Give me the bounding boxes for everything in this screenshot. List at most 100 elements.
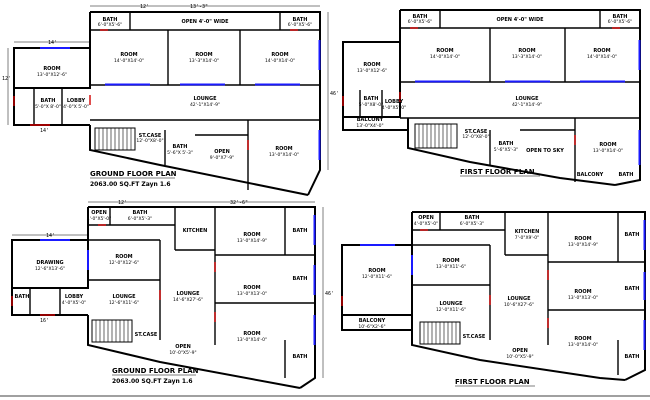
- room-size: 6'-0"X5'-6": [98, 22, 122, 28]
- windows: [360, 220, 646, 350]
- dim-left-top: 14': [48, 40, 57, 46]
- room-labels: BATH 6'-0"X5'-6" OPEN 4'-0" WIDE BATH 6'…: [35, 17, 312, 161]
- dimension-lines: [12, 201, 324, 378]
- plan-title: FIRST FLOOR PLAN: [455, 378, 530, 386]
- dim-left-mid: 12': [2, 76, 11, 82]
- room-name: ROOM: [243, 285, 260, 291]
- ground-floor-plan-top: 12' 13'-3" 14' 46' 12' 14' BATH 6'-0"X5'…: [2, 4, 339, 196]
- room-size: 12'-0"X11'-6": [362, 274, 392, 280]
- room-size: 13'-0"X11'-6": [436, 264, 466, 270]
- doors: [342, 27, 620, 145]
- room-size: 14'-0"X14'-0": [430, 54, 460, 60]
- room-size: 13'-0"X13'-0": [568, 295, 598, 301]
- room-name: BATH: [15, 294, 30, 300]
- room-name: ROOM: [363, 62, 380, 68]
- room-name: ST.CASE: [139, 133, 162, 139]
- room-name: OPEN: [91, 210, 107, 216]
- plan-subtitle: 2063.00 SQ.FT Zayn 1.6: [112, 378, 193, 385]
- room-size: 13'-0"X14'-0": [568, 342, 598, 348]
- dim-right: 46': [330, 91, 339, 97]
- room-name: BATH: [173, 144, 188, 150]
- dim-top-1: 12': [118, 200, 127, 206]
- room-size: 13'-0"X14'-0": [269, 152, 299, 158]
- room-labels: BATH 6'-0"X5'-6" OPEN 4'-0" WIDE BATH 6'…: [356, 14, 633, 178]
- ground-floor-plan-bottom: 12' 32'-6" 14' 46' 16' OPEN 4'-0"X5'-0" …: [11, 200, 334, 389]
- doors: [13, 29, 298, 150]
- room-size: 12'-0"X11'-6": [436, 307, 466, 313]
- room-size: 13'-3"X14'-0": [512, 54, 542, 60]
- room-name: BATH: [625, 286, 640, 292]
- room-name: ROOM: [436, 48, 453, 54]
- room-size: 12'-6"X13'-6": [35, 266, 65, 272]
- room-name: BATH: [613, 14, 628, 20]
- room-labels: OPEN 4'-0"X5'-0" BATH 6'-0"X5'-3" KITCHE…: [358, 215, 639, 360]
- room-size: 13'-0"X14'-0": [593, 148, 623, 154]
- room-size: 12'-0"X8'-0": [462, 134, 489, 140]
- dim-top-1: 12': [140, 4, 149, 10]
- room-name: BATH: [41, 98, 56, 104]
- room-name: LOBBY: [65, 294, 84, 300]
- staircase: [91, 319, 133, 343]
- room-name: ST.CASE: [463, 334, 486, 340]
- room-size: 13'-0"X12'-6": [37, 72, 67, 78]
- room-size: 9'-0"X7'-9": [210, 155, 234, 161]
- room-size: 5'-6"X 5'-3": [167, 150, 193, 156]
- room-name: LOBBY: [67, 98, 86, 104]
- room-labels: OPEN 4'-0"X5'-0" BATH 6'-0"X5'-3" KITCHE…: [15, 210, 308, 360]
- room-name: BATH: [625, 354, 640, 360]
- room-size: 5'-0"X 8'-0": [35, 104, 61, 110]
- room-name: ROOM: [368, 268, 385, 274]
- room-name: ROOM: [271, 52, 288, 58]
- room-name: LOUNGE: [439, 301, 463, 307]
- windows: [415, 40, 641, 165]
- room-name: DRAWING: [36, 260, 63, 266]
- room-name: OPEN: [418, 215, 434, 221]
- room-name: ROOM: [518, 48, 535, 54]
- dim-bottom: 16': [40, 318, 49, 324]
- room-size: 12'-0"X12'-6": [109, 260, 139, 266]
- room-size: 12'-6"X11'-6": [109, 300, 139, 306]
- room-size: 14'-0"X14'-0": [587, 54, 617, 60]
- dim-right: 46': [325, 291, 334, 297]
- room-name: BALCONY: [357, 117, 384, 123]
- room-name: BATH: [133, 210, 148, 216]
- room-size: 5'-6"X5'-3": [494, 147, 518, 153]
- room-name: LOBBY: [385, 99, 404, 105]
- room-name: BATH: [499, 141, 514, 147]
- windows: [40, 215, 316, 345]
- room-name: OPEN TO SKY: [526, 148, 564, 154]
- room-name: OPEN: [175, 344, 191, 350]
- room-name: ROOM: [574, 336, 591, 342]
- dim-bottom: 14': [40, 128, 49, 134]
- room-name: KITCHEN: [183, 228, 208, 234]
- room-name: ROOM: [574, 236, 591, 242]
- room-size: 6'-0"X5'-3": [460, 221, 484, 227]
- room-name: BATH: [413, 14, 428, 20]
- dimension-lines: [7, 5, 329, 170]
- room-name: BATH: [619, 172, 634, 178]
- room-name: BATH: [293, 276, 308, 282]
- room-name: ROOM: [195, 52, 212, 58]
- exterior-walls: [342, 9, 641, 186]
- room-name: ST.CASE: [135, 332, 158, 338]
- room-size: 10'-0"X5'-9": [169, 350, 196, 356]
- windows: [40, 40, 321, 160]
- room-size: 10'-0"X5'-9": [506, 354, 533, 360]
- room-name: ROOM: [275, 146, 292, 152]
- room-size: 6'-0"X5'-6": [408, 19, 432, 25]
- room-size: 13'-0"X12'-6": [357, 68, 387, 74]
- room-name: BATH: [293, 228, 308, 234]
- room-size: 13'-0"X14'-0": [237, 337, 267, 343]
- room-name: ROOM: [243, 232, 260, 238]
- room-size: 6'-0"X5'-6": [288, 22, 312, 28]
- room-size: 13'-0"X14'-9": [237, 238, 267, 244]
- plan-title: FIRST FLOOR PLAN: [460, 168, 535, 176]
- room-name: BATH: [625, 232, 640, 238]
- room-name: ROOM: [243, 331, 260, 337]
- room-size: 7'-0"X9'-0": [515, 235, 539, 241]
- room-size: 10'-6"X27'-6": [504, 302, 534, 308]
- room-size: 4'-0"X5'-0": [414, 221, 438, 227]
- room-size: 4'-0"X5'-0": [62, 300, 86, 306]
